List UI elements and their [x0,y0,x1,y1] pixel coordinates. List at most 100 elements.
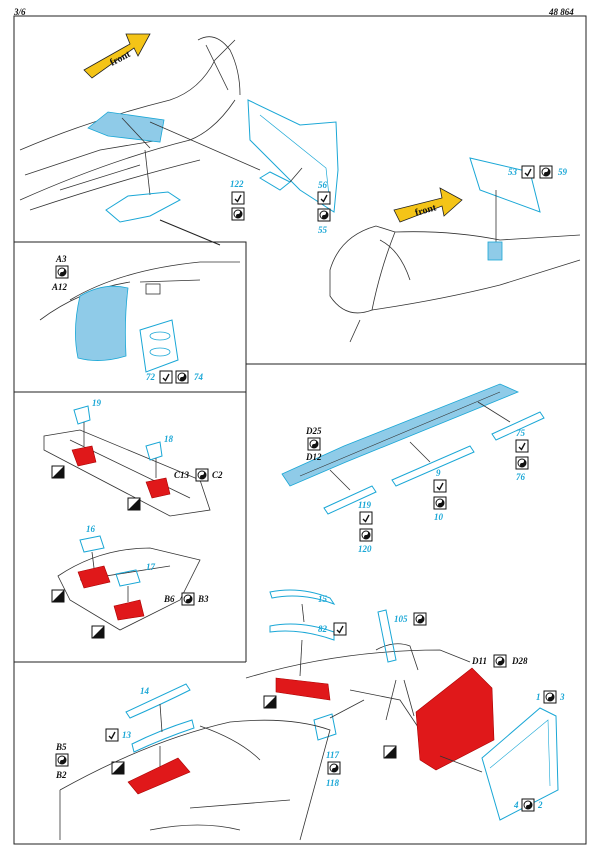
label-74: 74 [194,372,204,382]
label-a3: A3 [55,254,67,264]
cement-icon [317,208,331,222]
front-arrow-b: front [393,187,463,223]
part-82 [269,623,335,641]
label-19: 19 [92,398,102,408]
cement-icon [413,612,427,626]
label-3: 3 [559,692,565,702]
gear-bay-view [245,643,471,731]
label-16: 16 [86,524,96,534]
label-10: 10 [434,512,444,522]
label-13: 13 [122,730,132,740]
part-9 [391,445,475,487]
label-53: 53 [508,167,518,177]
label-1: 1 [536,692,541,702]
cement-icon [307,437,321,451]
label-119: 119 [358,500,372,510]
set-number: 48 864 [549,7,574,17]
part-56-panel [247,99,339,213]
label-55: 55 [318,225,328,235]
cement-icon [55,265,69,279]
cement-icon [231,207,245,221]
paint-icon [51,589,65,603]
part-53-panel [469,157,541,213]
label-76: 76 [516,472,526,482]
label-122: 122 [230,179,244,189]
part-15 [269,589,336,606]
part-72 [139,319,179,373]
label-18: 18 [164,434,174,444]
bend-icon [515,439,529,453]
part-105 [377,609,397,663]
label-4: 4 [513,800,519,810]
cement-icon [493,654,507,668]
cement-icon [359,528,373,542]
red-strip-lower [127,757,191,795]
bend-icon [359,511,373,525]
label-d11: D11 [471,656,487,666]
label-15: 15 [318,594,328,604]
label-75: 75 [516,428,526,438]
label-72: 72 [146,372,156,382]
paint-icon [263,695,277,709]
paint-icon [127,497,141,511]
label-a12: A12 [51,282,68,292]
label-118: 118 [326,778,340,788]
bend-icon [333,622,347,636]
cement-icon [327,761,341,775]
front-arrow-a: front [83,33,151,79]
red-insert-17 [113,599,145,621]
paint-icon [111,761,125,775]
part-13 [131,719,195,753]
part-117 [313,713,337,741]
paint-icon [91,625,105,639]
bend-icon [105,728,119,742]
cement-icon [515,456,529,470]
label-120: 120 [358,544,372,554]
wing-underside-view [59,719,331,841]
label-2: 2 [537,800,543,810]
cement-icon [175,370,189,384]
cement-icon [433,496,447,510]
cement-icon [181,592,195,606]
label-105: 105 [394,614,408,624]
cement-icon [55,753,69,767]
page-number: 3/6 [14,7,26,17]
label-82: 82 [318,624,328,634]
label-117: 117 [326,750,340,760]
paint-icon [51,465,65,479]
label-9: 9 [436,468,441,478]
red-insert-18 [145,477,171,499]
red-insert-19 [71,445,97,467]
red-strip-upper [275,677,331,701]
label-b3: B3 [197,594,209,604]
part-75 [491,411,545,441]
label-d12: D12 [305,452,322,462]
blue-panel-a3 [75,285,129,361]
nose-view [329,225,581,343]
bend-icon [521,165,535,179]
cement-icon [539,165,553,179]
panel-dividers [14,219,586,663]
label-14: 14 [140,686,150,696]
red-door-panel [415,667,495,771]
bend-icon [433,479,447,493]
detail-a3-view [39,261,240,321]
label-56: 56 [318,180,328,190]
label-b6: B6 [163,594,175,604]
label-17: 17 [146,562,156,572]
label-b5: B5 [55,742,67,752]
page-frame [13,15,587,845]
label-c13: C13 [174,470,190,480]
part-119 [323,485,377,515]
part-plate-small [105,191,181,223]
cement-icon [543,690,557,704]
label-d28: D28 [511,656,528,666]
red-insert-16 [77,565,111,589]
label-b2: B2 [55,770,67,780]
paint-icon [383,745,397,759]
label-d25: D25 [305,426,322,436]
part-14 [125,683,191,719]
bend-icon [231,191,245,205]
